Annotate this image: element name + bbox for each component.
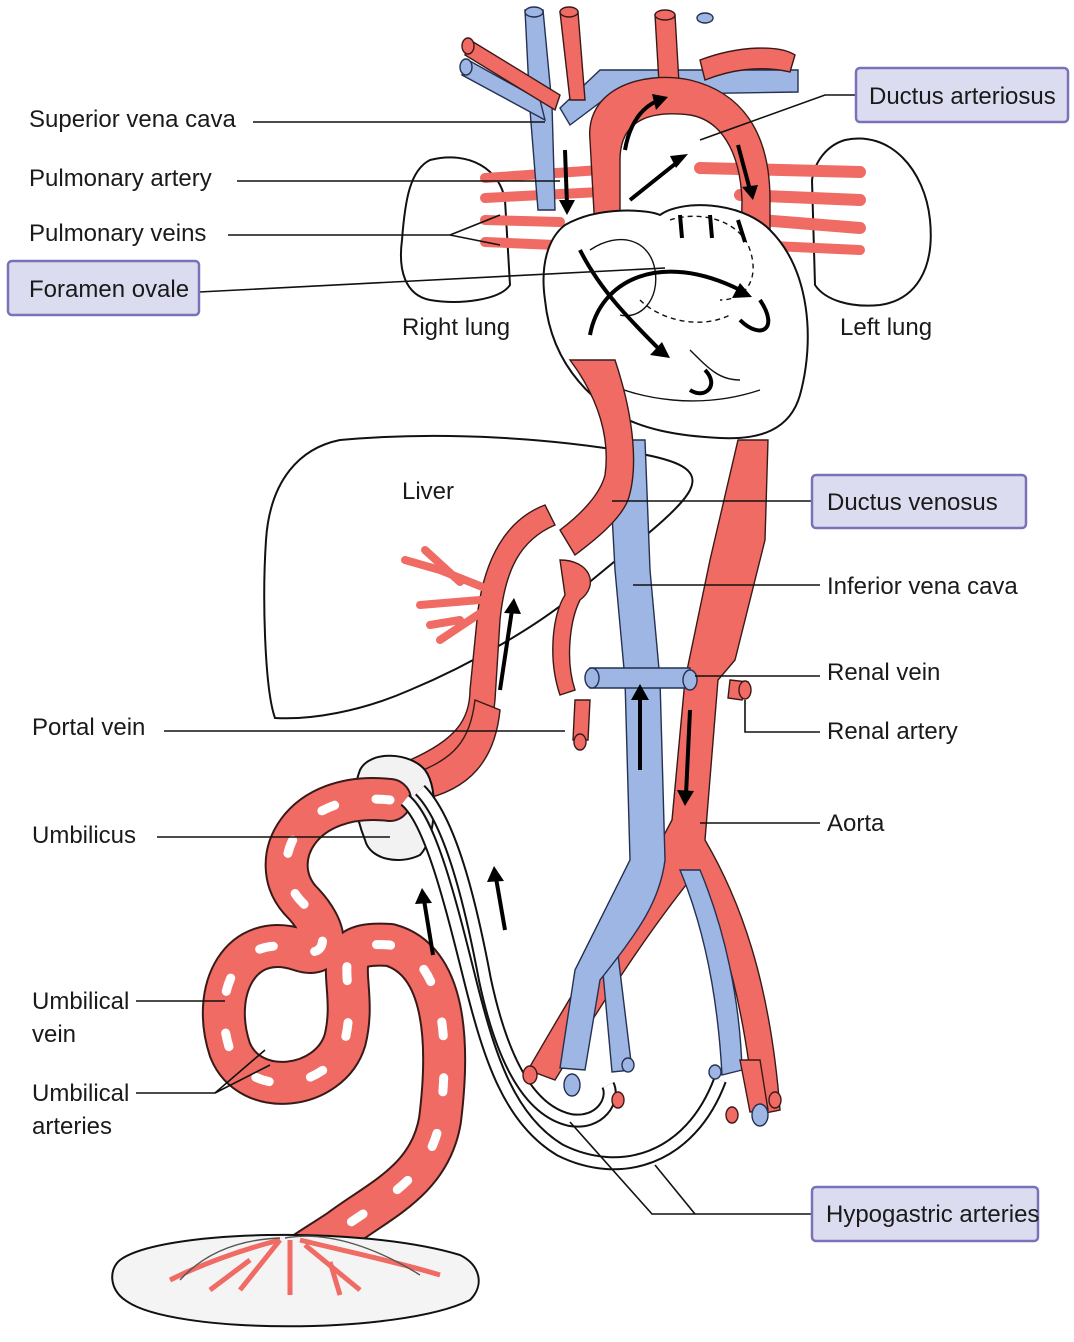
portal-flow-arrow (498, 598, 521, 691)
hypogastric-arteries-box (810, 1185, 1040, 1243)
leader-lines (136, 94, 856, 1215)
label-right-lung: Right lung (402, 314, 510, 341)
label-umbilical-vein-line1: Umbilical (32, 988, 129, 1015)
hypogastric-arteries (400, 785, 727, 1171)
heart-flow-arrows (578, 214, 771, 396)
iliac-vessel-ends (522, 1057, 782, 1127)
label-pulmonary-veins: Pulmonary veins (29, 220, 206, 247)
label-aorta: Aorta (827, 810, 885, 837)
label-superior-vena-cava: Superior vena cava (29, 106, 236, 133)
label-inferior-vena-cava: Inferior vena cava (827, 573, 1018, 600)
label-renal-vein: Renal vein (827, 659, 940, 686)
foramen-ovale-box (6, 259, 201, 317)
placenta (111, 1233, 480, 1328)
ductus-venosus-box (810, 473, 1028, 530)
ivc-flow-arrows (631, 684, 694, 806)
label-pulmonary-artery: Pulmonary artery (29, 165, 212, 192)
label-umbilical-arteries-line1: Umbilical (32, 1080, 129, 1107)
ductus-arteriosus-box (854, 66, 1070, 124)
label-portal-vein: Portal vein (32, 714, 145, 741)
label-renal-artery: Renal artery (827, 718, 958, 745)
inferior-vena-cava (559, 439, 752, 1071)
umbilical-cord (201, 777, 467, 1297)
label-liver: Liver (402, 478, 454, 505)
cord-flow-arrows (415, 866, 507, 956)
label-ductus-arteriosus: Ductus arteriosus (869, 83, 1056, 110)
liver-branches (401, 546, 494, 644)
label-foramen-ovale: Foramen ovale (29, 276, 189, 303)
renal-small-vessels (572, 699, 591, 751)
ductus-venosus (409, 359, 635, 781)
label-left-lung: Left lung (840, 314, 932, 341)
arch-flow-arrows (559, 94, 758, 215)
label-ductus-venosus: Ductus venosus (827, 489, 998, 516)
label-umbilical-vein-line2: vein (32, 1021, 76, 1048)
label-umbilicus: Umbilicus (32, 822, 136, 849)
superior-vena-cava (459, 6, 799, 211)
label-hypogastric-arteries: Hypogastric arteries (826, 1201, 1039, 1228)
label-umbilical-arteries-line2: arteries (32, 1113, 112, 1140)
